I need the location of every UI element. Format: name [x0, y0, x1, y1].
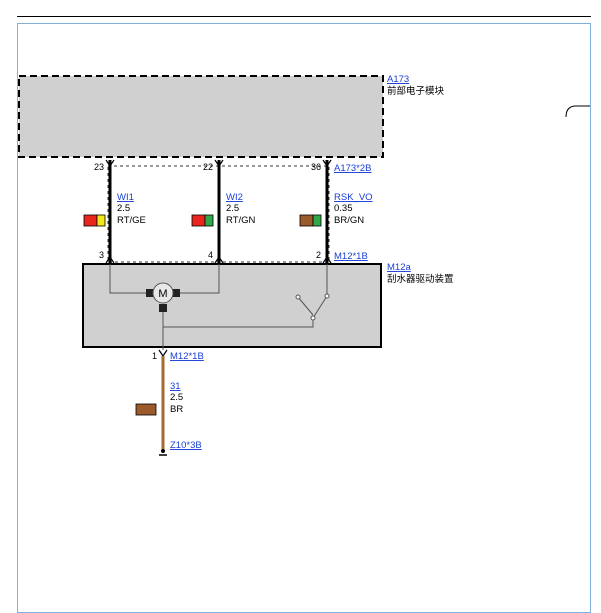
pin-top-wi2: 22 [203, 162, 213, 172]
swatch-rsk [299, 214, 322, 227]
pin-top-wi1: 23 [94, 162, 104, 172]
wire-name-rsk[interactable]: RSK_VO [334, 192, 373, 203]
module-name: 前部电子模块 [387, 85, 445, 97]
partial-curve [565, 105, 590, 118]
switch-contact [324, 293, 330, 299]
wire-name-31[interactable]: 31 [170, 381, 181, 392]
pin-top-rsk: 36 [311, 162, 321, 172]
wire-gauge-31: 2.5 [170, 392, 183, 403]
wire-color-wi2: RT/GN [226, 215, 256, 226]
top-rule [17, 16, 591, 17]
wiring-diagram: A173 前部电子模块 23 22 36 A173*2B WI1 2.5 RT/… [18, 74, 590, 456]
motor-m12a-box[interactable] [82, 263, 382, 348]
motor-connector-link-top[interactable]: M12*1B [334, 251, 368, 262]
svg-text:M: M [158, 288, 167, 300]
module-id-link[interactable]: A173 [387, 74, 409, 85]
motor-icon: M [146, 282, 180, 312]
wire-color-wi1: RT/GE [117, 215, 146, 226]
module-a173-box[interactable] [18, 75, 384, 158]
swatch-31 [135, 403, 157, 416]
switch-pivot [295, 294, 301, 300]
pin-bottom-wi1: 3 [99, 250, 104, 260]
module-connector-link[interactable]: A173*2B [334, 163, 372, 174]
swatch-wi2 [191, 214, 214, 227]
wire-wi1 [105, 159, 115, 264]
wire-31 [158, 349, 168, 451]
wire-gauge-wi1: 2.5 [117, 203, 130, 214]
wire-name-wi1[interactable]: WI1 [117, 192, 134, 203]
switch-contact-2 [310, 315, 316, 321]
swatch-wi1 [83, 214, 106, 227]
wire-gauge-wi2: 2.5 [226, 203, 239, 214]
pin-ground: 1 [152, 351, 157, 361]
wire-color-31: BR [170, 404, 183, 415]
wire-gauge-rsk: 0.35 [334, 203, 353, 214]
ground-icon [159, 449, 167, 456]
ground-connector-link[interactable]: Z10*3B [170, 440, 202, 451]
motor-name: 刮水器驱动装置 [387, 273, 454, 285]
wire-name-wi2[interactable]: WI2 [226, 192, 243, 203]
pin-bottom-rsk: 2 [316, 250, 321, 260]
wire-color-rsk: BR/GN [334, 215, 364, 226]
motor-internal-wiring [109, 264, 328, 350]
wire-rsk-vo [322, 159, 332, 264]
pin-bottom-wi2: 4 [208, 250, 213, 260]
wire-wi2 [214, 159, 224, 264]
motor-connector-link-bottom[interactable]: M12*1B [170, 351, 204, 362]
motor-id-link[interactable]: M12a [387, 262, 411, 273]
